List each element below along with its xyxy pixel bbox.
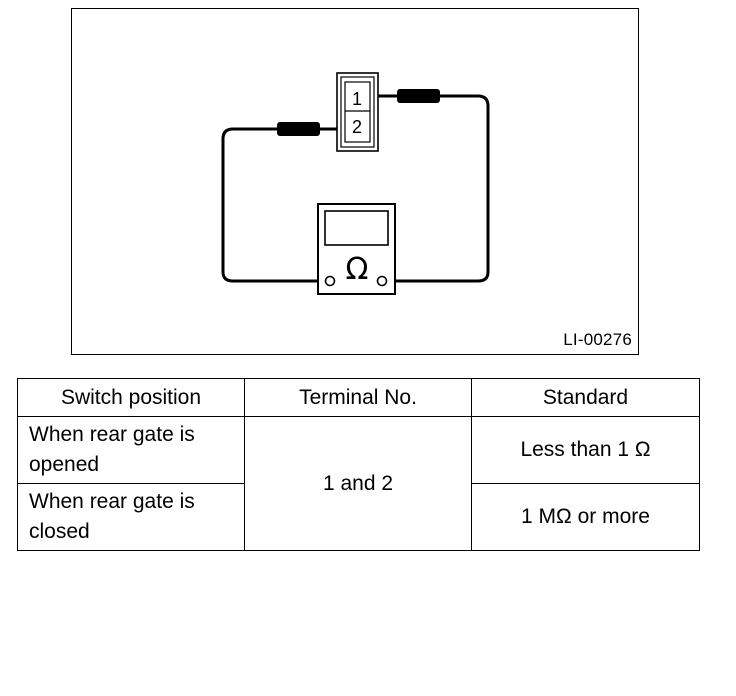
cell-terminal: 1 and 2 — [244, 416, 472, 551]
meter-terminal-left — [324, 275, 336, 287]
ohm-symbol: Ω — [346, 252, 369, 287]
header-switch-position: Switch position — [17, 378, 245, 417]
header-standard: Standard — [471, 378, 700, 417]
wire-right — [366, 94, 490, 283]
header-terminal-no: Terminal No. — [244, 378, 472, 417]
probe-left — [277, 122, 320, 136]
ohmmeter: Ω — [317, 203, 396, 295]
cell-switch-position: When rear gate is closed — [17, 483, 245, 551]
probe-right — [397, 89, 440, 103]
switch-connector: 1 2 — [336, 72, 379, 152]
wire-left — [221, 127, 344, 283]
table-row: When rear gate is closed 1 MΩ or more — [17, 483, 700, 551]
figure-code: LI-00276 — [563, 330, 632, 349]
switch-spec-table: Switch position Terminal No. Standard Wh… — [17, 378, 700, 551]
circuit-diagram-drawing: 1 2 Ω — [221, 72, 490, 295]
table-row: When rear gate is opened 1 and 2 Less th… — [17, 416, 700, 551]
meter-display — [324, 210, 389, 246]
table-header-row: Switch position Terminal No. Standard — [17, 378, 700, 417]
cell-standard: 1 MΩ or more — [471, 483, 700, 551]
meter-terminal-right — [376, 275, 388, 287]
connector-pin-2: 2 — [352, 117, 362, 137]
circuit-diagram: 1 2 Ω LI-00276 — [71, 8, 639, 355]
cell-switch-position: When rear gate is opened — [17, 416, 245, 484]
connector-pin-1: 1 — [352, 89, 362, 109]
cell-standard: Less than 1 Ω — [471, 416, 700, 484]
